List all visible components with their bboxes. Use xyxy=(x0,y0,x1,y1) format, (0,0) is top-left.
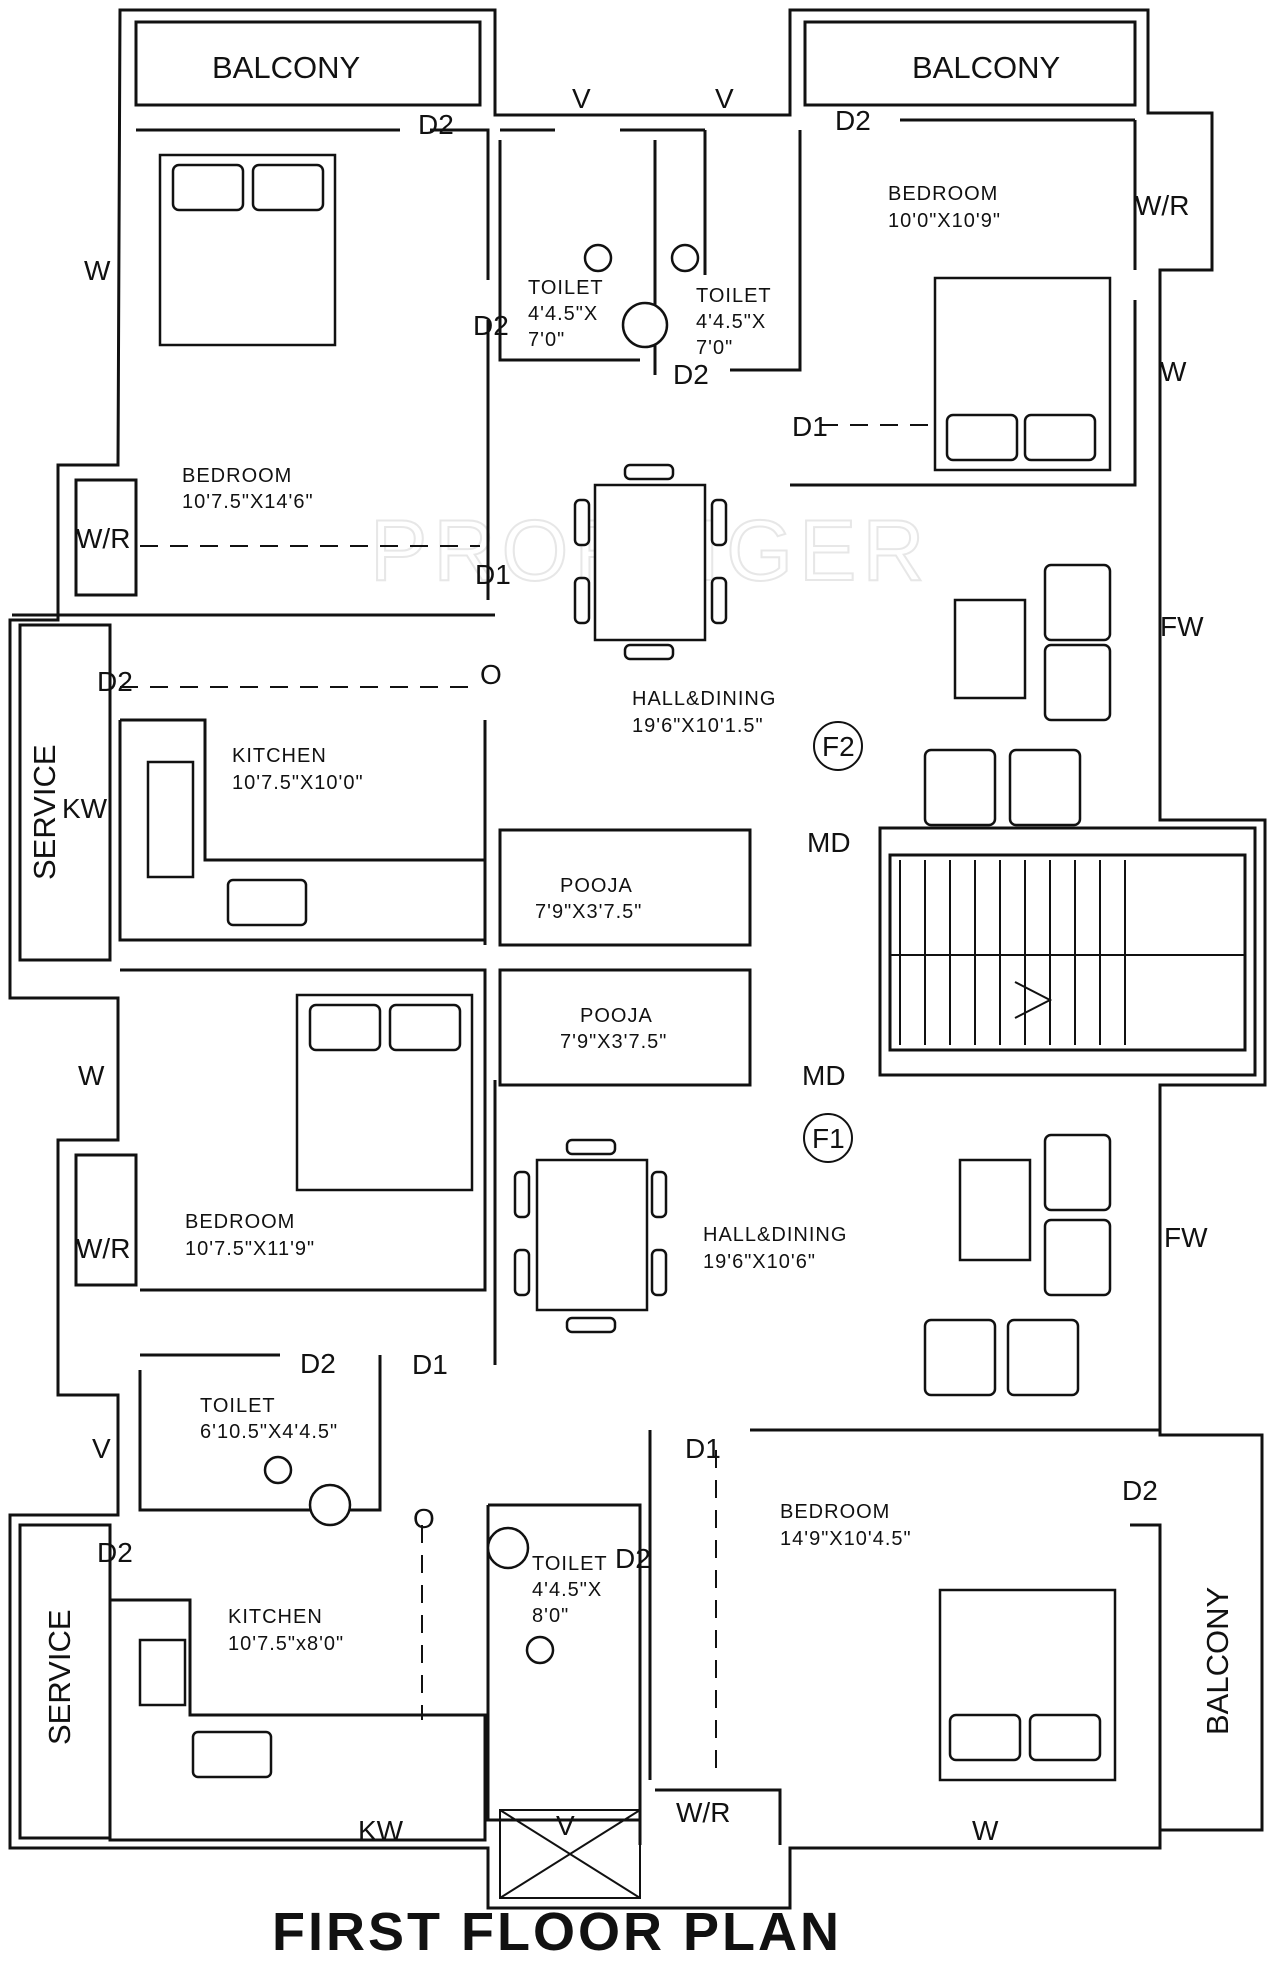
room-name: TOILET xyxy=(532,1553,608,1575)
tag-d1: D1 xyxy=(475,559,511,590)
tag-o: O xyxy=(413,1503,435,1534)
bed-icon xyxy=(938,1588,1117,1782)
walls xyxy=(8,8,1267,1910)
bed-icon xyxy=(933,276,1112,472)
tag-wr: W/R xyxy=(76,523,130,554)
tag-d2: D2 xyxy=(1122,1475,1158,1506)
bed-icon xyxy=(158,153,337,347)
room-size: 4'4.5"X xyxy=(528,303,598,325)
room-name: BEDROOM xyxy=(182,465,292,487)
room-size: 14'9"X10'4.5" xyxy=(780,1528,912,1550)
room-size: 10'0"X10'9" xyxy=(888,210,1001,232)
tag-w: W xyxy=(78,1060,105,1091)
room-size: 19'6"X10'6" xyxy=(703,1251,816,1273)
plan-title: FIRST FLOOR PLAN xyxy=(272,1902,842,1962)
tag-o: O xyxy=(480,659,502,690)
room-size: 10'7.5"X11'9" xyxy=(185,1238,315,1260)
flat-badge-f1: F1 xyxy=(803,1113,853,1163)
room-size: 7'0" xyxy=(696,337,733,359)
svg-text:F2: F2 xyxy=(822,731,855,762)
room-name: TOILET xyxy=(200,1395,276,1417)
tag-d2: D2 xyxy=(97,666,133,697)
balcony-label: BALCONY xyxy=(212,50,360,85)
tag-w: W xyxy=(84,255,111,286)
room-name: KITCHEN xyxy=(228,1606,323,1628)
room-size: 19'6"X10'1.5" xyxy=(632,715,764,737)
room-size: 6'10.5"X4'4.5" xyxy=(200,1421,338,1443)
room-size: 7'9"X3'7.5" xyxy=(560,1031,667,1053)
tag-w: W xyxy=(972,1815,999,1846)
room-size: 4'4.5"X xyxy=(532,1579,602,1601)
bed-icon xyxy=(295,993,474,1192)
room-size: 8'0" xyxy=(532,1605,569,1627)
room-size: 7'9"X3'7.5" xyxy=(535,901,642,923)
tag-v: V xyxy=(572,83,591,114)
room-name: BEDROOM xyxy=(888,183,998,205)
tag-v: V xyxy=(92,1433,111,1464)
room-name: BEDROOM xyxy=(780,1501,890,1523)
tag-md: MD xyxy=(807,827,851,858)
tag-wr: W/R xyxy=(1135,190,1189,221)
tag-wr: W/R xyxy=(76,1233,130,1264)
tag-v: V xyxy=(715,83,734,114)
tag-d2: D2 xyxy=(300,1348,336,1379)
room-size: 10'7.5"X10'0" xyxy=(232,772,364,794)
tag-md: MD xyxy=(802,1060,846,1091)
service-label: SERVICE xyxy=(27,744,62,880)
room-name: POOJA xyxy=(580,1005,653,1027)
tag-kw: KW xyxy=(62,793,108,824)
room-size: 10'7.5"x8'0" xyxy=(228,1633,344,1655)
room-name: KITCHEN xyxy=(232,745,327,767)
tag-d2: D2 xyxy=(835,105,871,136)
tag-d2: D2 xyxy=(673,359,709,390)
dining-table-icon xyxy=(513,1138,668,1334)
tag-d1: D1 xyxy=(412,1349,448,1380)
dining-table-icon xyxy=(573,463,728,661)
sofa-icon xyxy=(923,1133,1112,1397)
tag-v: V xyxy=(556,1810,575,1841)
tag-kw: KW xyxy=(358,1815,404,1846)
room-size: 4'4.5"X xyxy=(696,311,766,333)
flat-badge-f2: F2 xyxy=(813,721,863,771)
tag-d1: D1 xyxy=(685,1433,721,1464)
balcony-label: BALCONY xyxy=(1200,1587,1235,1735)
door-window-tags: D2 D2 V V W W/R D2 D2 W D1 W/R D1 FW D2 … xyxy=(62,83,1208,1846)
svg-text:F1: F1 xyxy=(812,1123,845,1154)
tag-fw: FW xyxy=(1160,611,1204,642)
tag-d2: D2 xyxy=(97,1537,133,1568)
dashed-lines xyxy=(120,424,1100,1780)
room-name: TOILET xyxy=(696,285,772,307)
room-size: 7'0" xyxy=(528,329,565,351)
room-name: BEDROOM xyxy=(185,1211,295,1233)
tag-d2: D2 xyxy=(473,310,509,341)
tag-d2: D2 xyxy=(615,1543,651,1574)
service-label: SERVICE xyxy=(42,1609,77,1745)
room-name: HALL&DINING xyxy=(703,1224,847,1246)
tag-d1: D1 xyxy=(792,411,828,442)
furniture xyxy=(138,153,1245,1782)
room-name: TOILET xyxy=(528,277,604,299)
tag-d2: D2 xyxy=(418,109,454,140)
tag-wr: W/R xyxy=(676,1797,730,1828)
balcony-label: BALCONY xyxy=(912,50,1060,85)
tag-w: W xyxy=(1160,356,1187,387)
room-name: HALL&DINING xyxy=(632,688,776,710)
tag-fw: FW xyxy=(1164,1222,1208,1253)
sofa-icon xyxy=(923,563,1112,827)
room-size: 10'7.5"X14'6" xyxy=(182,491,314,513)
room-name: POOJA xyxy=(560,875,633,897)
